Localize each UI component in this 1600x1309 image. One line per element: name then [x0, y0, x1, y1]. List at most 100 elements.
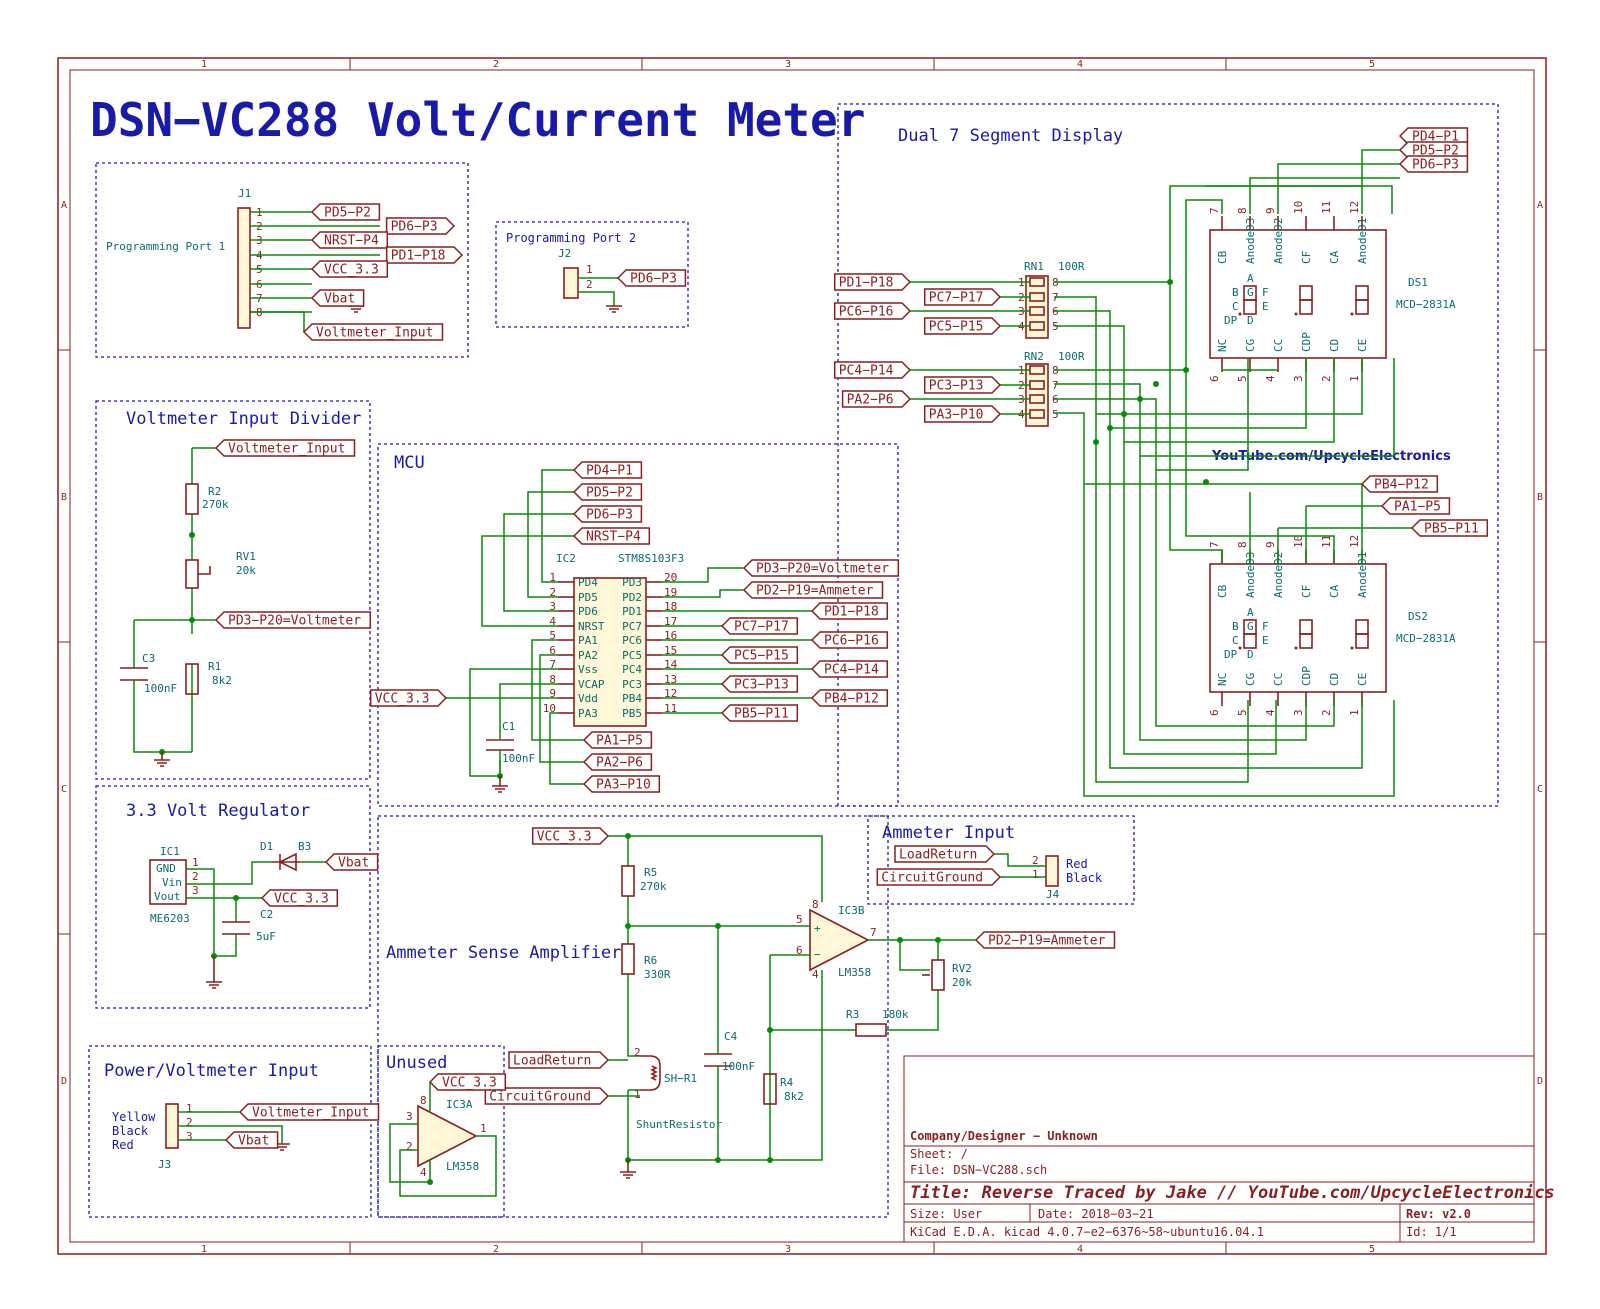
- net-label-text: PC3−P13: [929, 379, 984, 394]
- ds1-bottom-pin-name: NC: [1216, 339, 1229, 352]
- shunt-pin-1: 1: [634, 1088, 641, 1101]
- ic2-left-pin-number: 9: [549, 687, 556, 700]
- net-label-pd6: PD6−P3: [385, 217, 456, 235]
- section-amp-title: Ammeter Sense Amplifier: [386, 943, 621, 963]
- ic3a-pin-8: 8: [420, 1094, 427, 1107]
- ground-symbol: [206, 956, 222, 989]
- ds2-segment-letter: D: [1247, 648, 1254, 661]
- net-label-text: VCC_3.3: [375, 692, 430, 707]
- j3-pin-2: 2: [186, 1116, 193, 1129]
- ic3a-pin-2: 2: [406, 1140, 413, 1153]
- ic3b-ref: IC3B: [838, 904, 865, 917]
- tb-size: Size: User: [910, 1207, 982, 1221]
- ds2-body: [1209, 563, 1387, 693]
- ds1-top-pin-name: AnodeD2: [1272, 218, 1285, 264]
- ds2-top-pin-number: 10: [1292, 535, 1305, 548]
- ic2-left-pin-number: 10: [543, 702, 556, 715]
- ic2-right-pin-number: 16: [664, 629, 677, 642]
- net-label-pc4: PC4−P14: [810, 660, 889, 678]
- box-mcu: [377, 443, 899, 807]
- ds2-top-pin-name: CA: [1328, 584, 1341, 598]
- tb-tool: KiCad E.D.A. kicad 4.0.7−e2−6376~58~ubun…: [910, 1225, 1264, 1239]
- ic2-right-pin-number: 14: [664, 658, 678, 671]
- net-label-pa1: PA1−P5: [582, 731, 653, 749]
- section-unused-title: Unused: [386, 1053, 447, 1073]
- ic2-right-pin-name: PC5: [622, 649, 642, 662]
- j4-pin-1: 1: [1032, 868, 1039, 881]
- net-label-text: PC6−P16: [839, 305, 894, 320]
- net-label-vcc: VCC_3.3: [310, 260, 389, 278]
- regulator: IC1 ME6203 GND Vin Vout 1 2 3 D1 B3 C2 5…: [149, 840, 379, 989]
- tb-date: Date: 2018−03−21: [1038, 1207, 1154, 1221]
- c1-ref: C1: [502, 720, 515, 733]
- net-label-circuitground: CircuitGround: [484, 1087, 610, 1105]
- j3-body: [165, 1103, 179, 1149]
- ic2-left-pin-number: 3: [549, 600, 556, 613]
- ic2-left-pin-number: 7: [549, 658, 556, 671]
- ds2-top-pin-name: CB: [1216, 584, 1229, 598]
- ground-symbol: [606, 305, 622, 313]
- j2-ref: J2: [558, 247, 571, 260]
- ds2-top-pin-number: 11: [1320, 535, 1333, 548]
- j1-body: [237, 207, 251, 329]
- net-label-text: PC3−P13: [734, 678, 789, 693]
- ic3b-pin-7: 7: [870, 926, 877, 939]
- sheet-frame: 1 2 3 4 5 1 2 3 4 5 A B C D A B C D: [57, 57, 1547, 1255]
- j2-pin-2: 2: [586, 278, 593, 291]
- grid-row-a-right: A: [1537, 200, 1543, 211]
- net-label-text: PD4−P1: [586, 464, 633, 479]
- ds1-bottom-pin-number: 2: [1320, 375, 1333, 382]
- ic3a-pin-4: 4: [420, 1166, 427, 1179]
- ds1-bottom-pin-number: 1: [1348, 375, 1361, 382]
- c3-body: [120, 667, 148, 681]
- net-label-text: PD6−P3: [630, 272, 677, 287]
- ic3b-pin-5: 5: [796, 913, 803, 926]
- ds1-segment-letter: E: [1262, 300, 1269, 313]
- c1-body: [486, 739, 514, 751]
- net-label-text: PD4−P1: [1412, 130, 1459, 145]
- power-input-j3: Yellow Black Red J3 1 2 3 Voltmeter_Inpu…: [112, 1102, 380, 1171]
- ic3a-body: [417, 1104, 478, 1168]
- net-label-vcc: VCC_3.3: [260, 889, 339, 907]
- ic2-left-pin-name: PA1: [578, 634, 598, 647]
- ds1-bottom-pin-name: CE: [1356, 339, 1369, 352]
- net-label-voltmeter-input: Voltmeter_Input: [214, 439, 356, 457]
- net-label-rn2_labels-4: PA3−P10: [923, 405, 1002, 423]
- box-display: [837, 103, 1499, 807]
- net-label-text: VCC_3.3: [537, 830, 592, 845]
- grid-col-3-bottom: 3: [785, 1244, 791, 1255]
- ic2-right-pin-number: 19: [664, 586, 677, 599]
- ds1-top-pin-name: CB: [1216, 250, 1229, 264]
- grid-col-4: 4: [1077, 59, 1083, 70]
- ic2-right-pin-number: 12: [664, 687, 677, 700]
- ammeter-amplifier: R5 270k R6 330R SH−R1 ShuntResistor 2 1 …: [484, 827, 1116, 1179]
- shunt-ref: SH−R1: [664, 1072, 697, 1085]
- j2-desc: Programming Port 2: [506, 231, 636, 245]
- ds2-ref: DS2: [1408, 610, 1428, 623]
- net-label-pd4: PD4−P1: [572, 461, 643, 479]
- c2-body: [222, 921, 250, 935]
- net-label-text: PC7−P17: [734, 620, 789, 635]
- ic3a-ref: IC3A: [446, 1098, 473, 1111]
- shunt-pin-2: 2: [634, 1046, 641, 1059]
- net-label-pd1: PD1−P18: [385, 246, 464, 264]
- ground-symbol: [348, 305, 364, 313]
- ds1-bottom-pin-number: 5: [1236, 375, 1249, 382]
- r1-body: [185, 663, 199, 695]
- net-label-vcc: VCC_3.3: [428, 1073, 507, 1091]
- ic2-right-pin-number: 18: [664, 600, 677, 613]
- j4-pin-2: 2: [1032, 854, 1039, 867]
- ds2-top-pin-number: 8: [1236, 541, 1249, 548]
- net-label-pd2-ammeter: PD2−P19=Ammeter: [974, 931, 1116, 949]
- rn2-value: 100R: [1058, 350, 1085, 363]
- box-regulator: [95, 785, 371, 1009]
- net-label-pc6: PC6−P16: [810, 631, 889, 649]
- ic2-right-pin-name: PD3: [622, 576, 642, 589]
- j3-pin-1: 1: [186, 1102, 193, 1115]
- ic1-pin-gnd: GND: [156, 862, 176, 875]
- net-label-text: Voltmeter_Input: [252, 1106, 369, 1121]
- net-label-text: LoadReturn: [899, 848, 977, 863]
- ds1-value: MCD−2831A: [1396, 298, 1456, 311]
